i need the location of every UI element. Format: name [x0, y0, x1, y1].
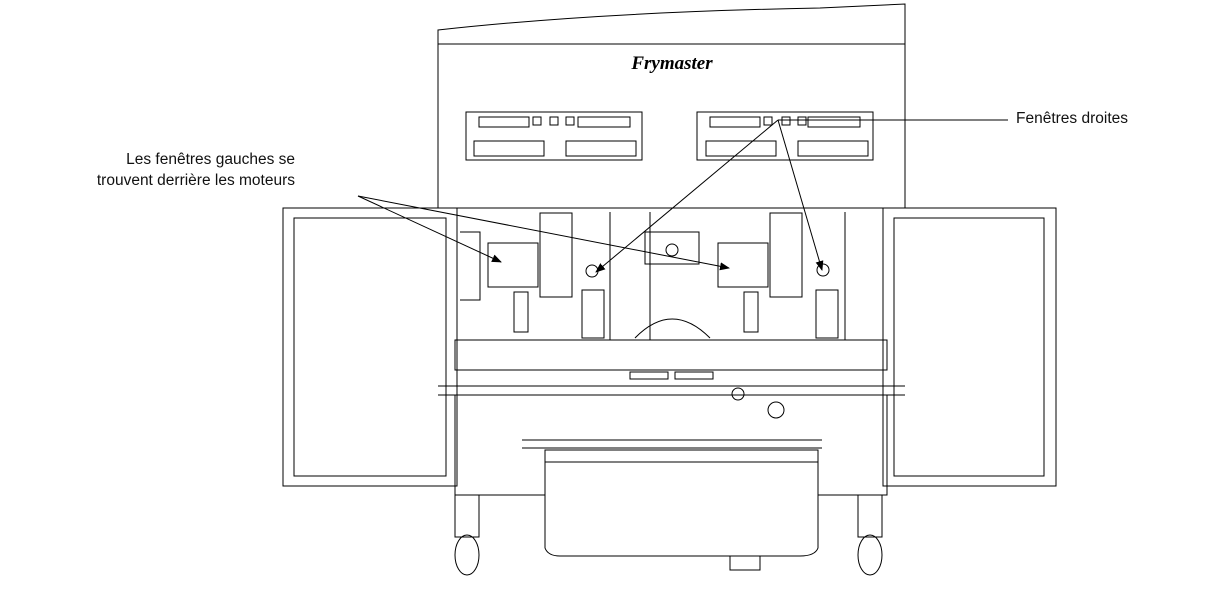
- left-caster-wheel: [454, 534, 480, 576]
- right-pump: [769, 212, 803, 298]
- control-panel-left: [465, 111, 643, 161]
- left-motor: [487, 242, 539, 288]
- leader-right-1: [595, 119, 779, 273]
- right-windows-label: Fenêtres droites: [1016, 110, 1128, 127]
- right-caster-wheel: [857, 534, 883, 576]
- right-door: [882, 207, 1057, 487]
- left-door: [282, 207, 458, 487]
- left-windows-label-line-2: trouvent derrière les moteurs: [96, 172, 295, 189]
- center-pump: [644, 231, 700, 265]
- leader-left-1: [357, 195, 502, 263]
- right-caster-stem: [857, 494, 883, 538]
- left-windows-label: Les fenêtres gauches se trouvent derrièr…: [97, 149, 295, 191]
- top-cabinet: [437, 3, 906, 209]
- left-pump: [539, 212, 573, 298]
- filter-pan: [544, 449, 819, 557]
- left-caster-stem: [454, 494, 480, 538]
- leader-left-2: [357, 195, 730, 271]
- control-panel-right: [696, 111, 874, 161]
- right-motor: [717, 242, 769, 288]
- fryer-body: [437, 207, 906, 387]
- leader-right-2: [777, 119, 824, 271]
- brand-logo-text: Frymaster: [630, 53, 713, 74]
- left-windows-label-line-1: Les fenêtres gauches se: [126, 151, 295, 168]
